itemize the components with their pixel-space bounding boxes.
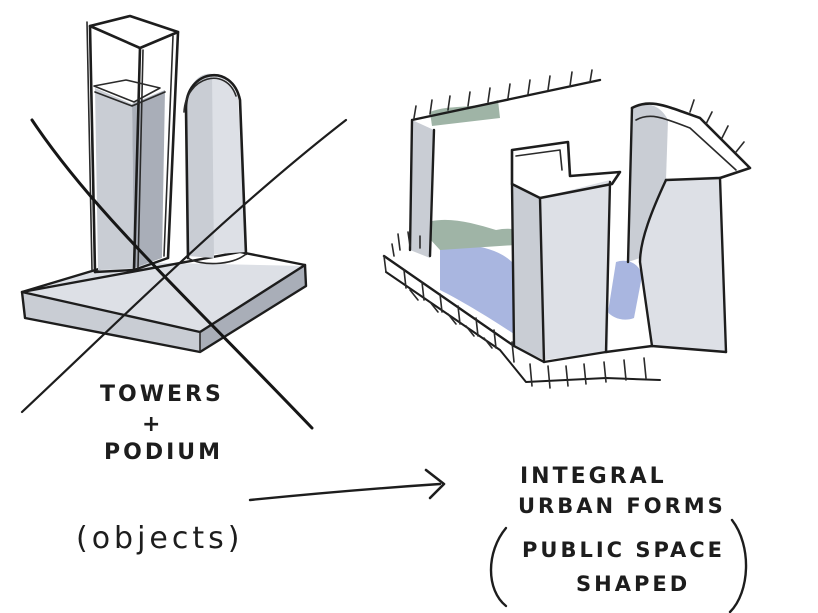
transition-arrow-icon	[248, 468, 446, 502]
integral-label: INTEGRAL	[520, 464, 667, 489]
podium-slab	[20, 250, 308, 354]
rectangular-tower	[86, 14, 180, 274]
public-space-caption: PUBLIC SPACE	[522, 538, 725, 562]
objects-caption: (objects)	[76, 521, 244, 556]
rounded-tower	[183, 73, 248, 265]
greenery-wash	[418, 219, 530, 250]
podium-label: PODIUM	[104, 440, 224, 465]
integral-urban-forms-sketch	[382, 69, 752, 389]
towers-podium-sketch	[20, 14, 348, 430]
plus-label: +	[142, 412, 164, 437]
shaped-caption: SHAPED	[576, 572, 691, 596]
towers-label: TOWERS	[100, 382, 224, 407]
cross-out-mark	[20, 118, 348, 430]
caption-brackets	[489, 518, 748, 613]
public-space-wash	[440, 245, 514, 334]
urban-forms-label: URBAN FORMS	[518, 494, 726, 518]
